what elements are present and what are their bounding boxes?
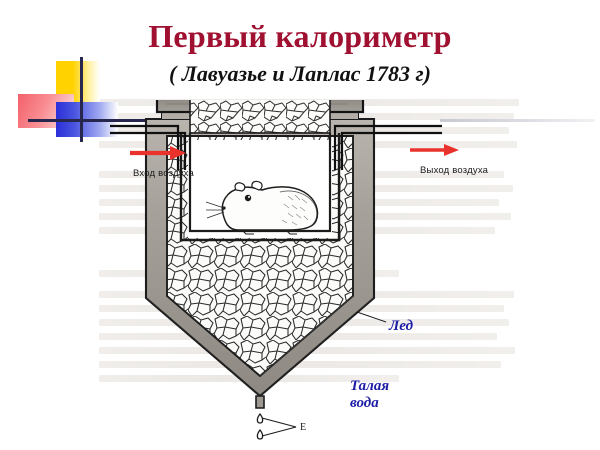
decoration-vertical-line <box>80 57 83 142</box>
outlet-marker-label: E <box>300 422 306 433</box>
guinea-pig <box>205 180 319 235</box>
drip-spout <box>255 395 265 409</box>
page-title: Первый калориметр <box>148 18 452 54</box>
outlet-leader-line <box>261 417 297 437</box>
label-melt-water-line1: Талая <box>350 378 390 394</box>
page-subtitle: ( Лавуазье и Лаплас 1783 г) <box>169 61 431 86</box>
droplet-1 <box>256 412 264 424</box>
decoration-horizontal-line <box>28 119 160 122</box>
ice-leader-line <box>356 311 387 323</box>
header-rule-right <box>440 119 595 122</box>
label-melt-water: Талая вода <box>350 378 389 412</box>
label-ice: Лед <box>389 318 414 334</box>
label-air-outlet: Выход воздуха <box>420 165 489 176</box>
air-out-arrow <box>410 144 459 156</box>
air-in-arrow <box>130 146 186 160</box>
water-droplets <box>256 412 264 440</box>
label-melt-water-line2: вода <box>350 395 379 411</box>
decoration-blocks <box>18 57 168 142</box>
label-air-inlet: Вход воздуха <box>133 168 195 179</box>
droplet-2 <box>256 428 264 440</box>
calorimeter-diagram: E <box>110 100 510 445</box>
